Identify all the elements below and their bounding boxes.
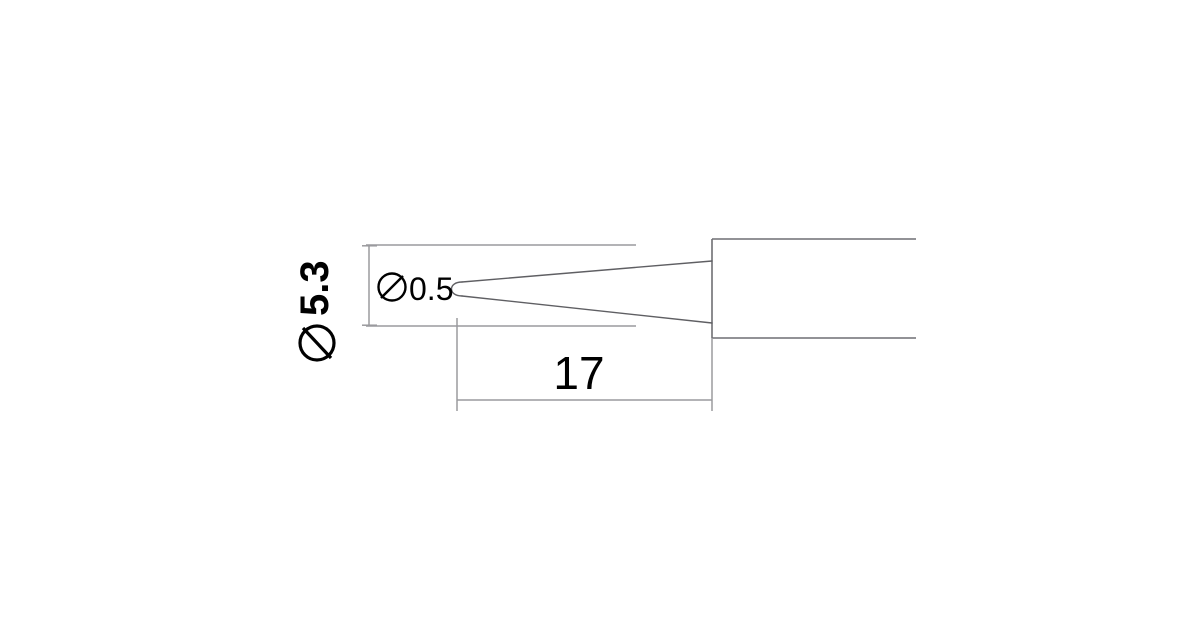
tip-length-value: 17	[553, 347, 604, 399]
dimension-shaft-diameter-group: 5.3	[293, 244, 636, 362]
tip-diameter-label-group: 0.5	[377, 271, 453, 307]
dimension-tip-diameter-group: 0.5	[377, 271, 453, 307]
shaft-diameter-label-group: 5.3	[293, 260, 337, 362]
taper-lower-profile	[461, 295, 713, 324]
dimension-tip-length-group: 17	[456, 318, 713, 411]
diameter-symbol-icon	[298, 324, 336, 362]
shaft-diameter-value: 5.3	[293, 260, 337, 316]
tip-nose-radius	[450, 281, 463, 297]
part-geometry-group	[450, 238, 916, 339]
tip-diameter-symbol-icon	[377, 272, 407, 302]
taper-upper-profile	[461, 260, 713, 283]
tip-diameter-value: 0.5	[409, 271, 453, 307]
